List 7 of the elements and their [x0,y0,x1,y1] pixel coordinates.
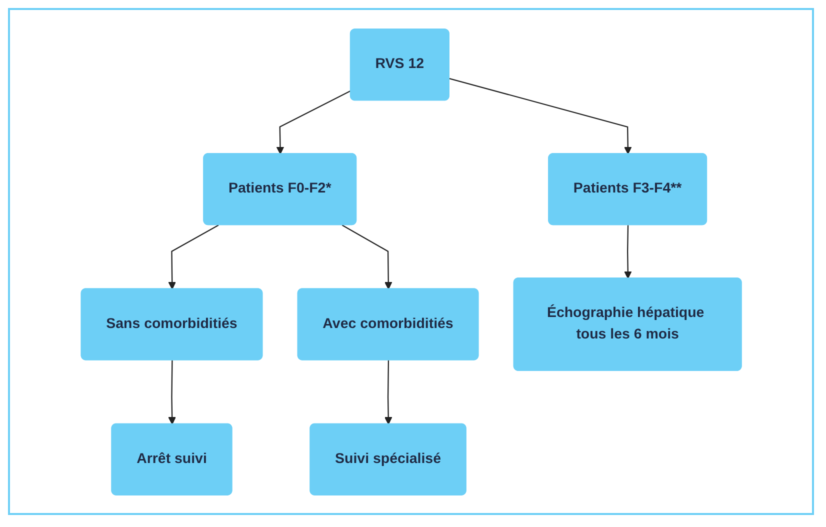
arrow [276,90,351,154]
arrow [168,360,176,424]
arrow [448,78,632,154]
arrow [168,224,218,289]
arrow [384,360,392,424]
arrow [342,224,392,289]
arrow [624,224,632,278]
